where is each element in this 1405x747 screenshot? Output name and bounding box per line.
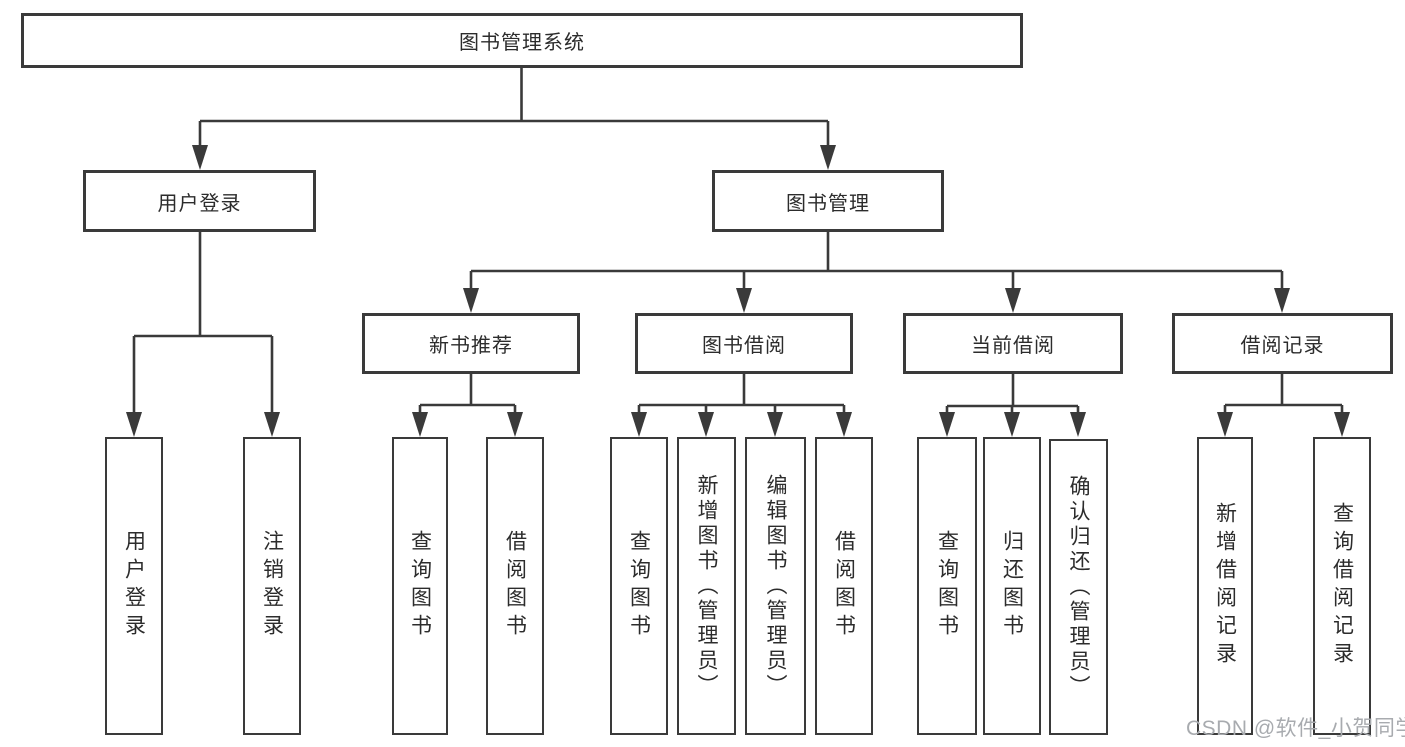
node-leaf-user-login-label: 用户登录 <box>122 530 146 642</box>
node-leaf-confirm-return-admin: 确认归还（管理员） <box>1049 439 1108 735</box>
csdn-watermark: CSDN @软件_小贺同学 <box>1186 717 1405 740</box>
node-leaf-return-book: 归还图书 <box>983 437 1041 735</box>
node-leaf-query-book-recommend: 查询图书 <box>392 437 448 735</box>
node-leaf-add-borrow-record: 新增借阅记录 <box>1197 437 1253 735</box>
node-new-book-recommend: 新书推荐 <box>362 313 580 374</box>
node-leaf-add-book-admin-label: 新增图书（管理员） <box>695 473 718 699</box>
node-leaf-query-borrow-record: 查询借阅记录 <box>1313 437 1371 735</box>
node-leaf-query-borrow-record-label: 查询借阅记录 <box>1330 502 1354 670</box>
node-user-login: 用户登录 <box>83 170 316 232</box>
node-book-management: 图书管理 <box>712 170 944 232</box>
node-book-borrow: 图书借阅 <box>635 313 853 374</box>
node-leaf-query-book-current-label: 查询图书 <box>935 530 959 642</box>
arrowhead-icons <box>126 145 1350 437</box>
node-root: 图书管理系统 <box>21 13 1023 68</box>
node-leaf-query-book-borrow-label: 查询图书 <box>627 530 651 642</box>
node-leaf-user-login: 用户登录 <box>105 437 163 735</box>
node-book-management-label: 图书管理 <box>786 192 870 215</box>
node-current-borrow: 当前借阅 <box>903 313 1123 374</box>
node-new-book-recommend-label: 新书推荐 <box>429 335 513 357</box>
node-leaf-logout-login: 注销登录 <box>243 437 301 735</box>
node-leaf-query-book-current: 查询图书 <box>917 437 977 735</box>
node-user-login-label: 用户登录 <box>157 192 242 215</box>
node-leaf-edit-book-admin-label: 编辑图书（管理员） <box>764 473 787 699</box>
node-current-borrow-label: 当前借阅 <box>971 335 1055 357</box>
node-leaf-edit-book-admin: 编辑图书（管理员） <box>745 437 806 735</box>
node-leaf-borrow-book-borrow-label: 借阅图书 <box>832 530 856 642</box>
node-leaf-borrow-book-borrow: 借阅图书 <box>815 437 873 735</box>
node-book-borrow-label: 图书借阅 <box>702 335 786 357</box>
node-leaf-query-book-recommend-label: 查询图书 <box>408 530 432 642</box>
node-leaf-logout-login-label: 注销登录 <box>260 530 284 642</box>
node-leaf-add-borrow-record-label: 新增借阅记录 <box>1213 502 1237 670</box>
node-leaf-borrow-book-recommend: 借阅图书 <box>486 437 544 735</box>
node-root-label: 图书管理系统 <box>459 32 585 54</box>
node-leaf-return-book-label: 归还图书 <box>1000 530 1024 642</box>
node-borrow-records: 借阅记录 <box>1172 313 1393 374</box>
node-borrow-records-label: 借阅记录 <box>1240 335 1325 357</box>
node-leaf-confirm-return-admin-label: 确认归还（管理员） <box>1067 474 1090 700</box>
node-leaf-borrow-book-recommend-label: 借阅图书 <box>503 530 527 642</box>
node-leaf-add-book-admin: 新增图书（管理员） <box>677 437 736 735</box>
node-leaf-query-book-borrow: 查询图书 <box>610 437 668 735</box>
